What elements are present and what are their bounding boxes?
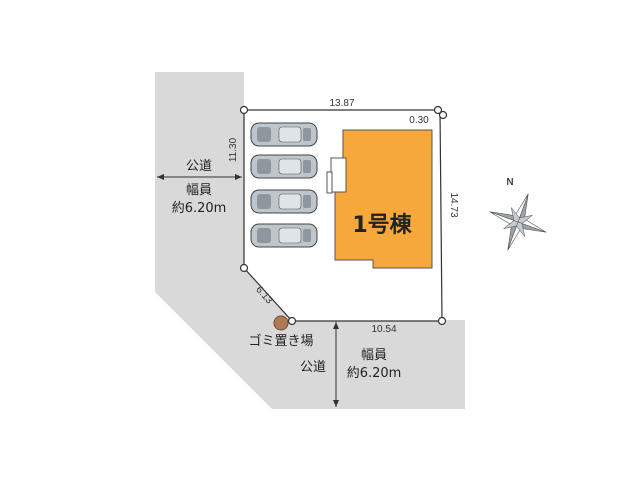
corner-marker [239,105,249,115]
corner-marker [433,105,443,115]
corner-marker [239,263,249,273]
south-road-name: 公道 [300,360,326,375]
garbage-point-marker [273,315,289,331]
west-road-width-label: 幅員 [186,183,212,198]
parking-car [250,189,318,214]
dimension-bottom: 10.54 [371,324,396,335]
south-road-width-value: 約6.20m [347,366,402,381]
parking-car [250,122,318,147]
dimension-right: 14.73 [448,192,459,217]
south-road-width-label: 幅員 [361,348,387,363]
public-road-area [155,72,465,409]
compass-rose-icon [489,193,547,251]
arrowhead [157,174,164,180]
entrance-step [330,157,347,193]
parking-car [250,223,318,248]
arrowhead [333,322,339,329]
building-1 [334,129,433,269]
arrowhead [235,174,242,180]
dimension-top-right-corner: 0.30 [409,115,429,126]
north-label: N [506,177,513,188]
corner-marker [437,316,447,326]
west-road-name: 公道 [186,159,212,174]
corner-marker [287,316,297,326]
parking-car [250,154,318,179]
arrowhead [333,400,339,407]
dimension-top: 13.87 [329,98,354,109]
west-road-width-value: 約6.20m [172,201,227,216]
entrance-door [326,171,333,194]
corner-marker [438,110,448,120]
dimension-left: 11.30 [228,137,239,162]
garbage-point-label: ゴミ置き場 [248,333,313,349]
building-label: 1号棟 [352,212,412,238]
